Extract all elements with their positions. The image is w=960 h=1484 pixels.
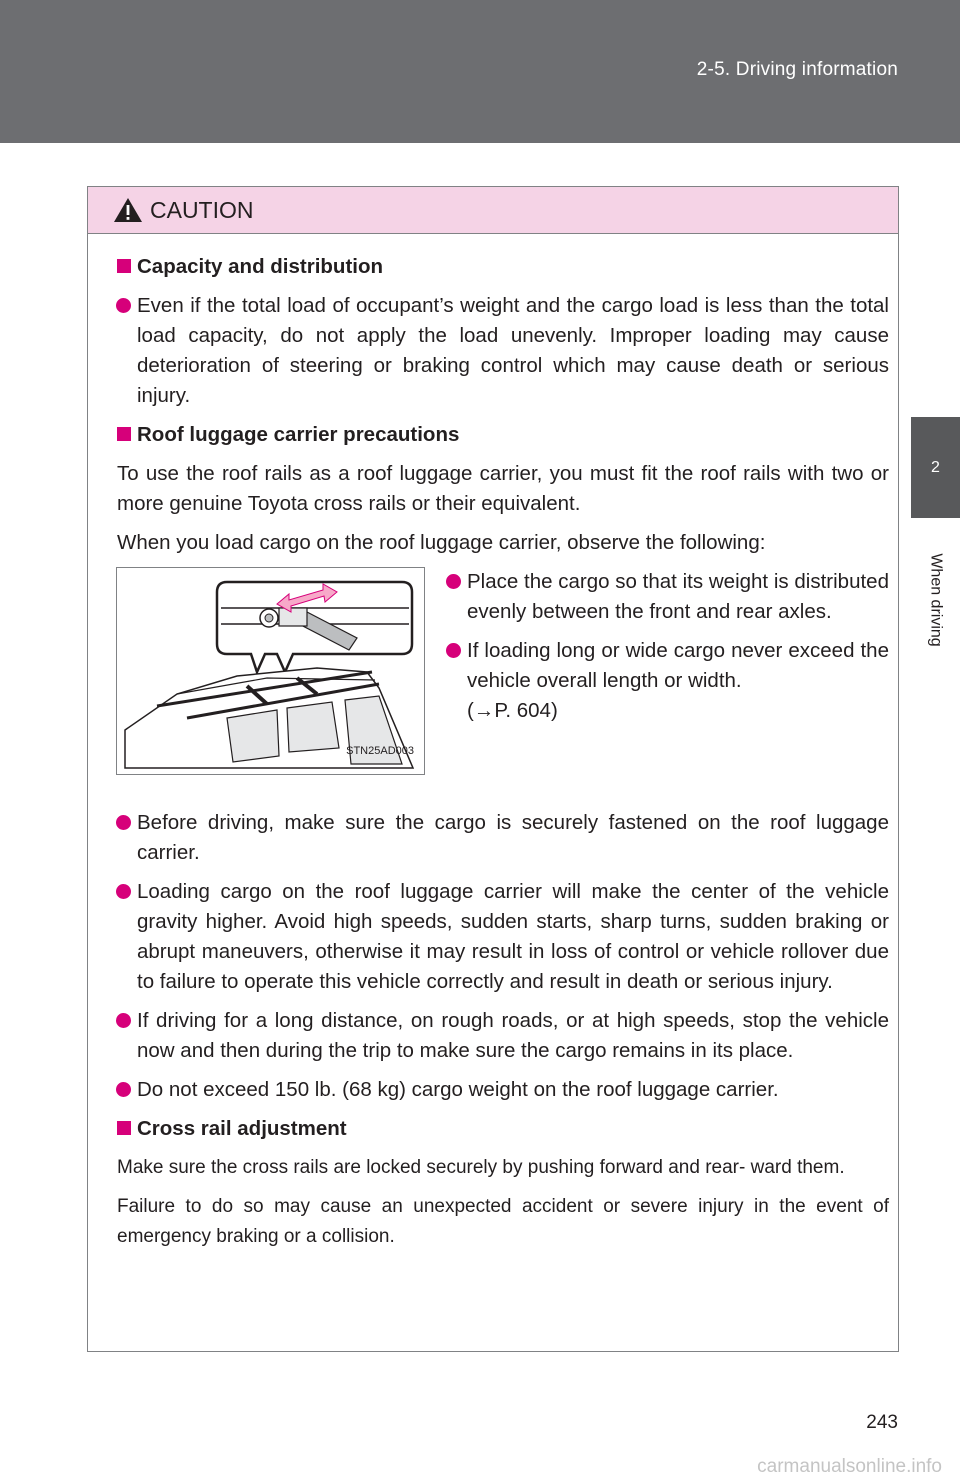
square-bullet-icon	[117, 427, 131, 441]
caution-title: CAUTION	[150, 197, 254, 223]
figure-code: STN25AD003	[346, 745, 414, 757]
bullet-dot-icon	[116, 884, 131, 899]
bullet-dot-icon	[116, 1013, 131, 1028]
watermark: carmanualsonline.info	[757, 1456, 942, 1477]
paragraph: To use the roof rails as a roof luggage …	[117, 462, 889, 515]
chapter-tab-label-text: When driving	[927, 553, 945, 647]
bullet-dot-icon	[446, 574, 461, 589]
list-item: Loading cargo on the roof luggage carrie…	[113, 877, 889, 997]
caution-box: CAUTION	[87, 186, 899, 1352]
paragraph: When you load cargo on the roof luggage …	[117, 531, 766, 554]
list-item: If loading long or wide cargo never exce…	[443, 636, 889, 726]
list-item: Do not exceed 150 lb. (68 kg) cargo weig…	[113, 1075, 889, 1105]
figure-row: STN25AD003 Place the cargo so that its w…	[113, 567, 889, 799]
caution-content: Capacity and distribution Even if the to…	[113, 252, 889, 1261]
section-heading-capacity: Capacity and distribution	[113, 252, 889, 282]
bullet-dot-icon	[446, 643, 461, 658]
list-item-text: Loading cargo on the roof luggage carrie…	[137, 880, 889, 993]
paragraph: Make sure the cross rails are locked sec…	[117, 1157, 845, 1178]
section-header: 2-5. Driving information	[696, 59, 898, 80]
list-item-text: If loading long or wide cargo never exce…	[467, 639, 889, 692]
roof-rail-drawing	[124, 580, 415, 769]
section-heading-text: Cross rail adjustment	[137, 1117, 347, 1140]
bullet-dot-icon	[116, 298, 131, 313]
list-item-text: Even if the total load of occupant’s wei…	[137, 294, 889, 407]
top-header-band	[0, 0, 960, 143]
square-bullet-icon	[117, 259, 131, 273]
bullet-dot-icon	[116, 815, 131, 830]
caution-header: CAUTION	[88, 187, 898, 234]
page-reference: (→P. 604)	[467, 699, 558, 722]
side-strip	[911, 143, 960, 417]
section-heading-roof: Roof luggage carrier precautions	[113, 420, 889, 450]
list-item-text: Place the cargo so that its weight is di…	[467, 570, 889, 623]
section-heading-text: Roof luggage carrier precautions	[137, 423, 460, 446]
warning-triangle-icon	[114, 198, 142, 222]
section-heading-cross-rail: Cross rail adjustment	[113, 1114, 889, 1144]
list-item-text: If driving for a long distance, on rough…	[137, 1009, 889, 1062]
list-item: Place the cargo so that its weight is di…	[443, 567, 889, 627]
list-item-text: Before driving, make sure the cargo is s…	[137, 811, 889, 864]
figure-side-list: Place the cargo so that its weight is di…	[443, 567, 889, 726]
list-item: Even if the total load of occupant’s wei…	[113, 291, 889, 411]
page-number: 243	[866, 1412, 898, 1433]
chapter-tab-label: When driving	[911, 520, 960, 680]
paragraph: Failure to do so may cause an unexpected…	[117, 1196, 889, 1247]
list-item: Before driving, make sure the cargo is s…	[113, 808, 889, 868]
square-bullet-icon	[117, 1121, 131, 1135]
roof-rail-illustration: STN25AD003	[116, 567, 425, 775]
section-heading-text: Capacity and distribution	[137, 255, 384, 278]
list-item: If driving for a long distance, on rough…	[113, 1006, 889, 1066]
bullet-dot-icon	[116, 1082, 131, 1097]
chapter-tab-number: 2	[911, 417, 960, 518]
list-item-text: Do not exceed 150 lb. (68 kg) cargo weig…	[137, 1078, 779, 1101]
